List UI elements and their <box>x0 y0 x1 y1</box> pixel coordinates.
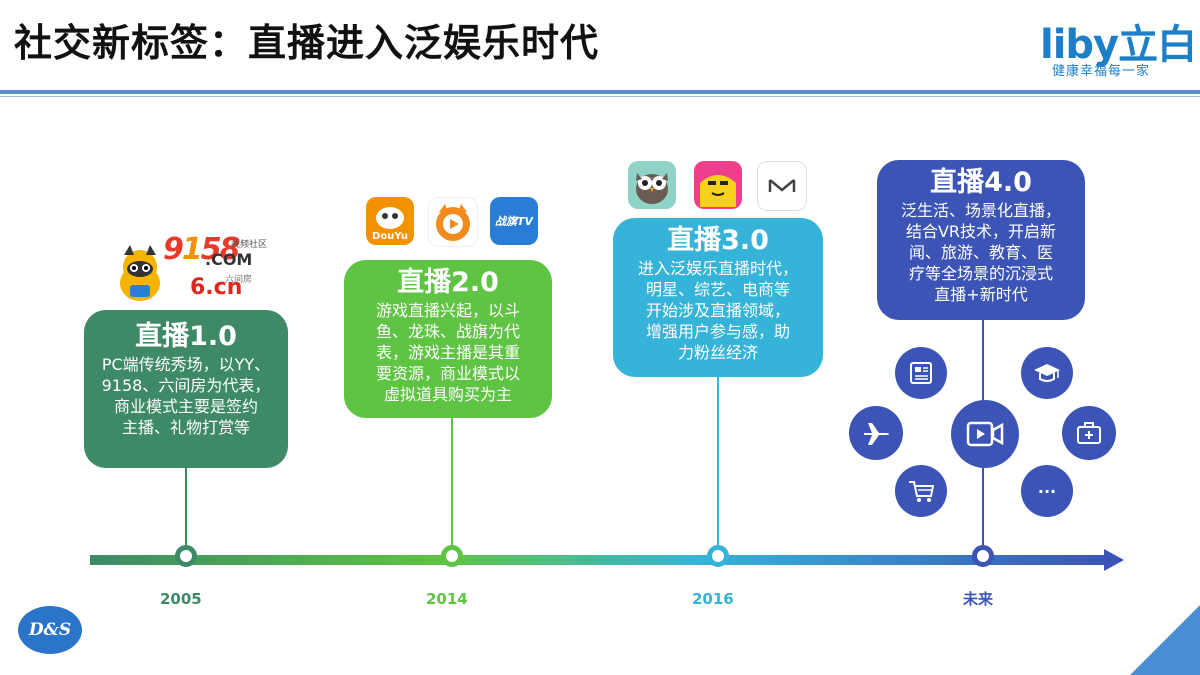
education-icon <box>1021 347 1073 399</box>
more-icon: ··· <box>1021 465 1073 517</box>
liby-logo: liby立白 <box>1040 22 1197 68</box>
timeline-axis <box>90 549 1124 571</box>
9158-com-label: .COM <box>205 250 253 269</box>
corner-decoration <box>1130 605 1200 675</box>
timeline-node-2014 <box>441 545 463 567</box>
longzhu-icon <box>428 197 478 247</box>
stage-description: 进入泛娱乐直播时代， 明星、综艺、电商等 开始涉及直播领域， 增强用户参与感，助… <box>637 259 798 362</box>
zhanqi-icon: 战旗TV <box>490 197 538 245</box>
year-label: 2014 <box>426 590 468 608</box>
svg-text:DouYu: DouYu <box>372 231 408 242</box>
stem-2014 <box>451 418 453 548</box>
stage-card-1: 直播1.0 PC端传统秀场，以YY、 9158、六间房为代表， 商业模式主要是签… <box>84 310 288 468</box>
stage-title: 直播3.0 <box>667 225 769 256</box>
m-app-icon <box>757 161 807 211</box>
shopping-cart-icon <box>895 465 947 517</box>
timeline-node-2016 <box>707 545 729 567</box>
douyu-icon: DouYu <box>366 197 414 245</box>
stage-card-4: 直播4.0 泛生活、场景化直播， 结合VR技术，开启新 闻、旅游、教育、医 疗等… <box>877 160 1085 320</box>
6cn-logo-icon: 6.cn <box>190 275 243 300</box>
stem-2016 <box>717 377 719 547</box>
news-icon <box>895 347 947 399</box>
timeline-node-2005 <box>175 545 197 567</box>
video-icon <box>951 400 1019 468</box>
stem-2005 <box>185 468 187 548</box>
logo-slogan: 健康幸福每一家 <box>1052 64 1151 79</box>
stage-title: 直播1.0 <box>135 321 237 352</box>
header-divider <box>0 90 1200 94</box>
stage-title: 直播2.0 <box>397 267 499 298</box>
stage-description: 游戏直播兴起，以斗 鱼、龙珠、战旗为代 表，游戏主播是其重 要资源，商业模式以 … <box>375 301 520 404</box>
face-app-icon <box>694 161 742 209</box>
9158-logo-icon: 9158 <box>163 232 240 267</box>
ds-badge: D&S <box>18 606 82 654</box>
stage-title: 直播4.0 <box>930 167 1032 198</box>
stage-card-3: 直播3.0 进入泛娱乐直播时代， 明星、综艺、电商等 开始涉及直播领域， 增强用… <box>613 218 823 377</box>
year-label: 未来 <box>963 590 994 608</box>
6cn-tagline: 六间房 <box>225 275 253 285</box>
timeline-node-future <box>972 545 994 567</box>
9158-tagline: 视频社区 <box>231 240 268 250</box>
yy-mascot-icon <box>120 245 160 301</box>
page-title: 社交新标签：直播进入泛娱乐时代 <box>14 21 600 65</box>
stage-description: PC端传统秀场，以YY、 9158、六间房为代表， 商业模式主要是签约 主播、礼… <box>101 355 271 437</box>
stage-description: 泛生活、场景化直播， 结合VR技术，开启新 闻、旅游、教育、医 疗等全场景的沉浸… <box>900 201 1061 304</box>
travel-icon <box>849 406 903 460</box>
year-label: 2016 <box>692 590 734 608</box>
stage-card-2: 直播2.0 游戏直播兴起，以斗 鱼、龙珠、战旗为代 表，游戏主播是其重 要资源，… <box>344 260 552 418</box>
medical-icon <box>1062 406 1116 460</box>
year-label: 2005 <box>160 590 202 608</box>
header-divider-thin <box>0 96 1200 97</box>
owl-icon <box>628 161 676 209</box>
